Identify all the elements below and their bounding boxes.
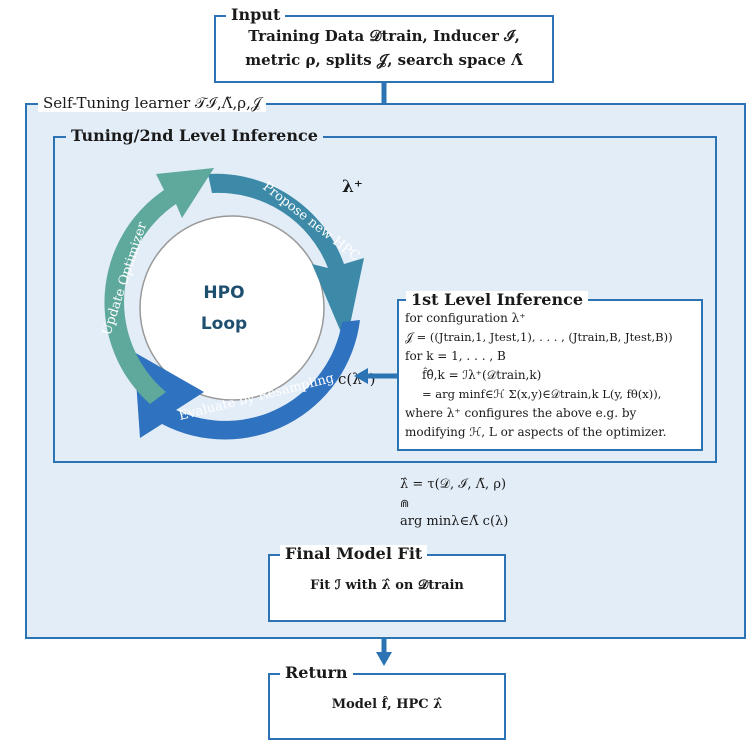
- first-level-line-7: modifying ℋ, L or aspects of the optimiz…: [405, 425, 667, 439]
- loop-center-line-1: HPO: [203, 283, 244, 303]
- evaluate-arc: [134, 320, 360, 440]
- input-title: Input: [226, 6, 286, 24]
- loop-center-line-2: Loop: [201, 314, 247, 334]
- return-text: Model f̂, HPC λ̂: [331, 697, 443, 712]
- first-level-line-2: 𝒥 = ((Jtrain,1, Jtest,1), . . . , (Jtrai…: [405, 330, 673, 344]
- first-level-line-4: f̂θ̂,k = ℐλ⁺(𝒟train,k): [422, 368, 542, 382]
- input-line-1: Training Data 𝒟train, Inducer ℐ,: [248, 27, 520, 45]
- arrowhead-return: [376, 652, 392, 666]
- tuning-title: Tuning/2nd Level Inference: [66, 127, 323, 145]
- final-fit-title: Final Model Fit: [280, 545, 428, 563]
- result-line-3: arg minλ∈Λ̃ c(λ): [400, 514, 509, 529]
- update-arc: [104, 168, 214, 404]
- loop-inner-circle: [139, 215, 325, 401]
- result-line-1: λ̂ = τ(𝒟, ℐ, Λ̃, ρ): [400, 477, 507, 492]
- first-level-title: 1st Level Inference: [406, 291, 588, 309]
- first-level-line-5: = arg minf∈ℋ Σ(x,y)∈𝒟train,k L(y, fθ(x))…: [422, 387, 662, 401]
- result-line-2: ⋒: [400, 497, 410, 510]
- first-level-line-3: for k = 1, . . . , B: [405, 349, 506, 363]
- first-level-line-6: where λ⁺ configures the above e.g. by: [405, 406, 637, 420]
- first-level-line-1: for configuration λ⁺: [405, 311, 526, 325]
- self-tuning-title: Self-Tuning learner 𝒯ℐ,Λ̃,ρ,𝒥: [38, 94, 267, 112]
- final-fit-text: Fit ℐ with λ̂ on 𝒟train: [310, 578, 464, 593]
- cost-label: c(λ⁺): [338, 370, 376, 388]
- lambda-plus-label: λ⁺: [342, 177, 363, 197]
- input-box: [214, 15, 554, 83]
- return-title: Return: [280, 664, 353, 682]
- input-line-2: metric ρ, splits 𝒥, search space Λ̃: [245, 51, 523, 69]
- return-box: [268, 673, 506, 740]
- arrowhead-firstlevel: [354, 368, 368, 384]
